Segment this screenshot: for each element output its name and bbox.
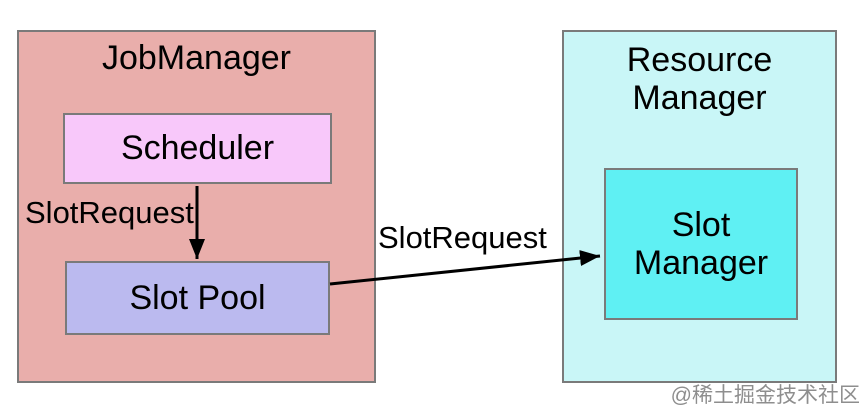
slot-pool-box: Slot Pool <box>65 261 330 335</box>
scheduler-box: Scheduler <box>63 113 332 184</box>
slot-request-label-internal: SlotRequest <box>25 195 194 230</box>
job-manager-title: JobManager <box>101 39 291 77</box>
slot-manager-box: Slot Manager <box>604 168 798 320</box>
slot-manager-label: Slot Manager <box>633 205 769 282</box>
watermark-text: @稀土掘金技术社区 <box>670 384 860 407</box>
resource-manager-title: Resource Manager <box>626 41 773 118</box>
slot-pool-label: Slot Pool <box>129 278 266 317</box>
slot-request-label-external: SlotRequest <box>378 220 547 255</box>
scheduler-label: Scheduler <box>120 129 275 168</box>
